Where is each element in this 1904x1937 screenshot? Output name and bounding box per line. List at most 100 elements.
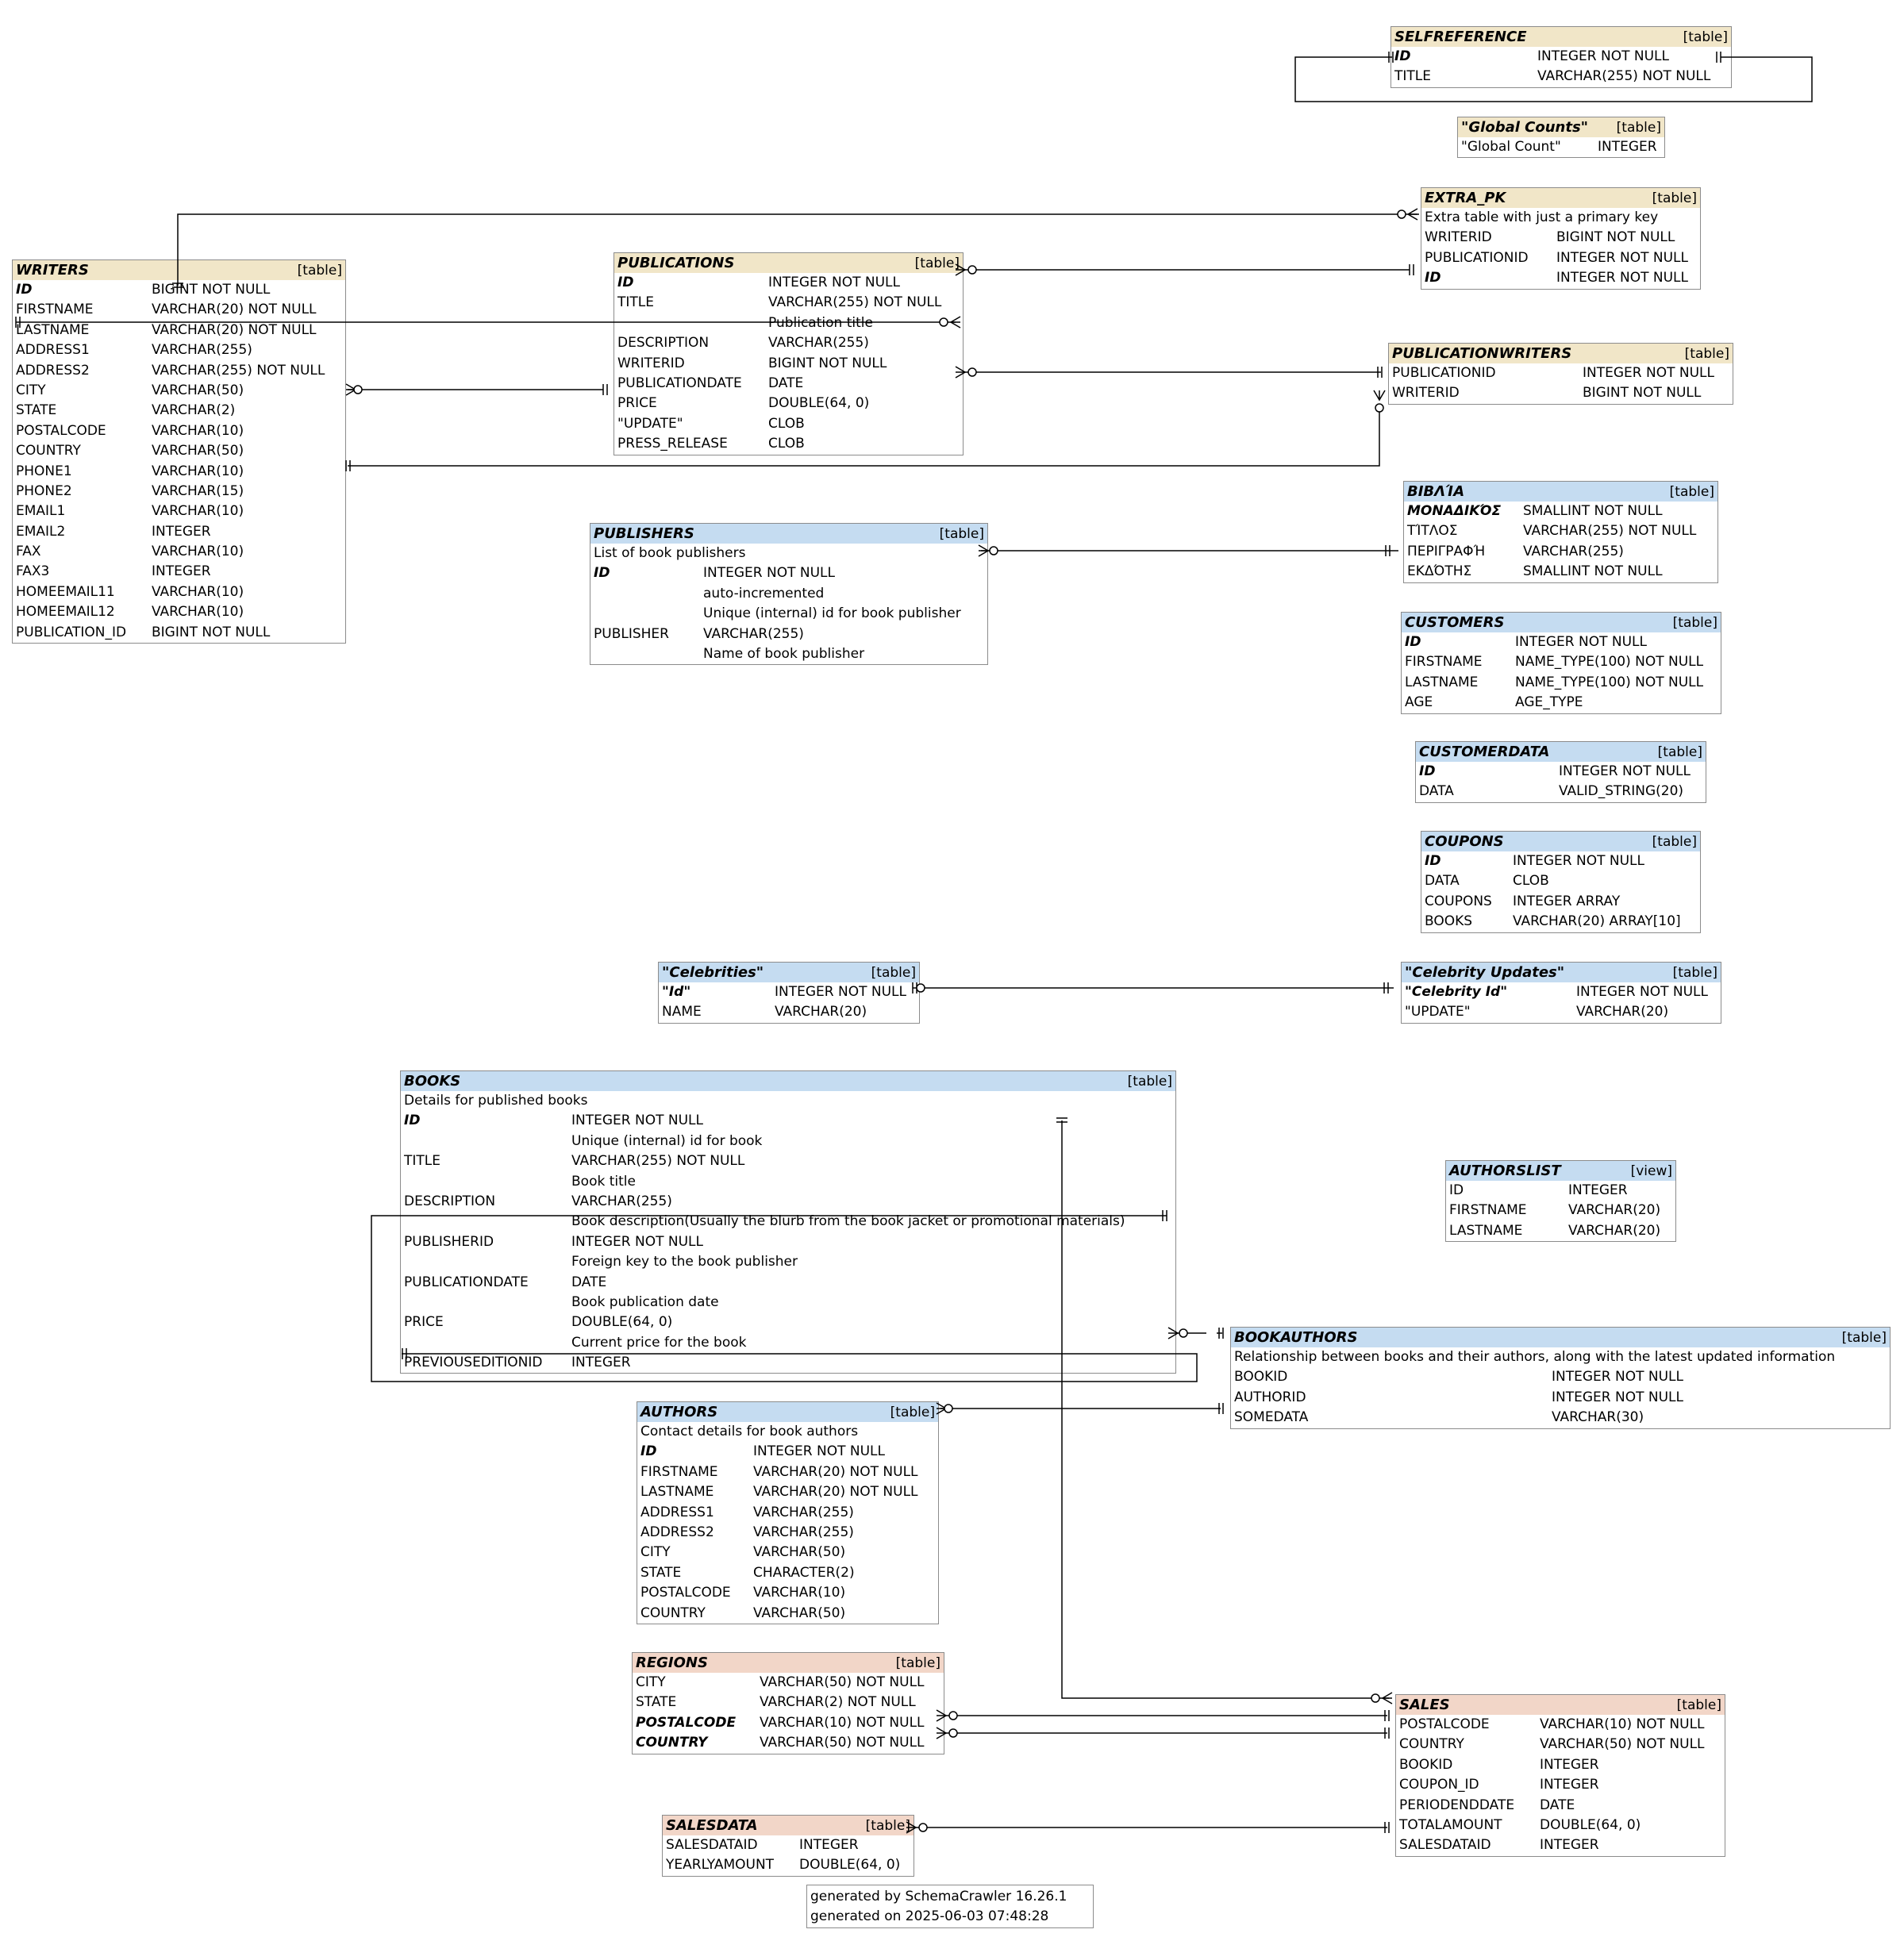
column-type: INTEGER (799, 1837, 859, 1853)
column-name: WRITERID (1392, 385, 1460, 402)
column-type: VARCHAR(255) NOT NULL (152, 362, 325, 379)
table-name: AUTHORSLIST (1449, 1163, 1561, 1179)
table-type: [table] (914, 255, 960, 271)
column-type: INTEGER ARRAY (1513, 893, 1621, 909)
column-type: VARCHAR(10) (152, 503, 244, 520)
column-type: BIGINT NOT NULL (152, 282, 271, 298)
table-type: [table] (1657, 744, 1702, 760)
column-name (404, 1132, 571, 1151)
column-name: PUBLISHER (594, 625, 669, 642)
column-name: FAX (16, 544, 41, 560)
column-name: AGE (1405, 694, 1433, 711)
table-name: PUBLICATIONWRITERS (1392, 345, 1572, 362)
column-name: TITLE (404, 1153, 440, 1170)
column-name: CITY (636, 1674, 666, 1690)
column-name: ID (617, 275, 634, 290)
column-name: "Celebrity Id" (1405, 984, 1508, 1000)
column-name: ID (16, 282, 33, 298)
column-name: "Global Count" (1461, 139, 1561, 155)
column-name (404, 1212, 571, 1232)
column-remark-row: Unique (internal) id for book (401, 1132, 1175, 1151)
column-remark-row: Publication title (614, 313, 963, 333)
table-type: [table] (1669, 483, 1714, 500)
column-name: PHONE1 (16, 463, 72, 479)
column-type: VARCHAR(20) (1576, 1004, 1669, 1020)
column-name: ID (404, 1113, 421, 1129)
column-type: DATE (1540, 1797, 1575, 1813)
column-type: VARCHAR(255) (768, 335, 869, 352)
table-header: REGIONS[table] (633, 1653, 944, 1673)
table-name: REGIONS (636, 1655, 708, 1671)
column-name: WRITERID (617, 355, 685, 371)
table-name: "Celebrity Updates" (1405, 964, 1565, 981)
column-name (594, 644, 703, 664)
table-celebrity-updates: "Celebrity Updates"[table]"Celebrity Id"… (1401, 962, 1721, 1024)
column-type: CLOB (1513, 873, 1549, 890)
column-remark: Unique (internal) id for book publisher (703, 605, 961, 622)
column-type: VARCHAR(50) (753, 1544, 846, 1561)
column-remark-row: Name of book publisher (590, 644, 987, 664)
column-name: FIRSTNAME (16, 302, 94, 318)
column-type: NAME_TYPE(100) NOT NULL (1515, 654, 1704, 671)
table-type: [table] (1676, 1697, 1721, 1713)
column-type: BIGINT NOT NULL (152, 624, 271, 640)
column-name: "UPDATE" (1405, 1004, 1471, 1020)
table-type: [table] (297, 262, 342, 279)
table-name: SALESDATA (666, 1817, 758, 1834)
column-type: VARCHAR(50) (152, 443, 244, 459)
column-type: VARCHAR(50) NOT NULL (760, 1674, 925, 1690)
column-name: LASTNAME (16, 321, 90, 338)
table-header: AUTHORS[table] (637, 1402, 938, 1422)
table-type: [view] (1630, 1163, 1672, 1179)
column-name: SOMEDATA (1234, 1409, 1309, 1426)
column-type: DOUBLE(64, 0) (571, 1314, 673, 1331)
column-type: BIGINT NOT NULL (1583, 385, 1702, 402)
column-name: DATA (1419, 783, 1454, 800)
column-name (404, 1293, 571, 1312)
column-name: LASTNAME (1449, 1222, 1523, 1239)
column-type: VARCHAR(10) (152, 583, 244, 600)
table-header: EXTRA_PK[table] (1421, 188, 1700, 208)
column-type: VARCHAR(255) (571, 1193, 672, 1209)
table-name: EXTRA_PK (1425, 190, 1506, 206)
column-name: PUBLISHERID (404, 1233, 494, 1250)
column-type: VARCHAR(10) (152, 544, 244, 560)
column-remark: Book title (571, 1173, 636, 1189)
column-name: TITLE (617, 294, 654, 311)
column-name (594, 584, 703, 604)
column-row: CITY VARCHAR(50) NOT NULL (633, 1673, 944, 1693)
column-remark-row: Foreign key to the book publisher (401, 1252, 1175, 1272)
column-name: ID (640, 1443, 657, 1460)
column-name: ID (1449, 1182, 1464, 1198)
column-remark: Unique (internal) id for book (571, 1132, 763, 1149)
column-type: INTEGER NOT NULL (1556, 249, 1688, 266)
